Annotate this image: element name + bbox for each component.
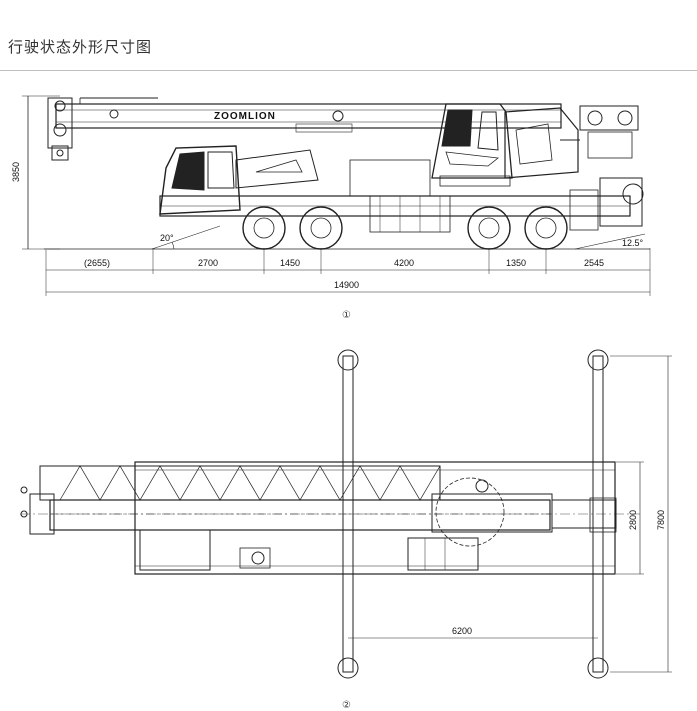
dim-axle-4: 1350 — [506, 258, 526, 268]
height-dim-label: 3850 — [11, 162, 21, 182]
dim-axle-2: 1450 — [280, 258, 300, 268]
outrigger-span-label: 6200 — [452, 626, 472, 636]
approach-angle-label: 20° — [160, 233, 174, 243]
title-divider — [0, 70, 697, 71]
top-view: 6200 2800 7800 ② — [20, 349, 672, 711]
brand-logo-text: ZOOMLION — [214, 111, 276, 122]
top-view-marker: ② — [342, 700, 351, 711]
dim-rear-overhang: 2545 — [584, 258, 604, 268]
dim-front-overhang: (2655) — [84, 258, 110, 268]
side-view: 3850 ZOOMLION — [11, 95, 651, 321]
page-title: 行驶状态外形尺寸图 — [8, 38, 153, 56]
total-length-label: 14900 — [334, 280, 359, 290]
dim-axle-1: 2700 — [198, 258, 218, 268]
body-width-label: 2800 — [628, 510, 638, 530]
side-view-marker: ① — [342, 310, 351, 321]
departure-angle-label: 12.5° — [622, 238, 644, 248]
dim-axle-3: 4200 — [394, 258, 414, 268]
outrigger-width-label: 7800 — [656, 510, 666, 530]
